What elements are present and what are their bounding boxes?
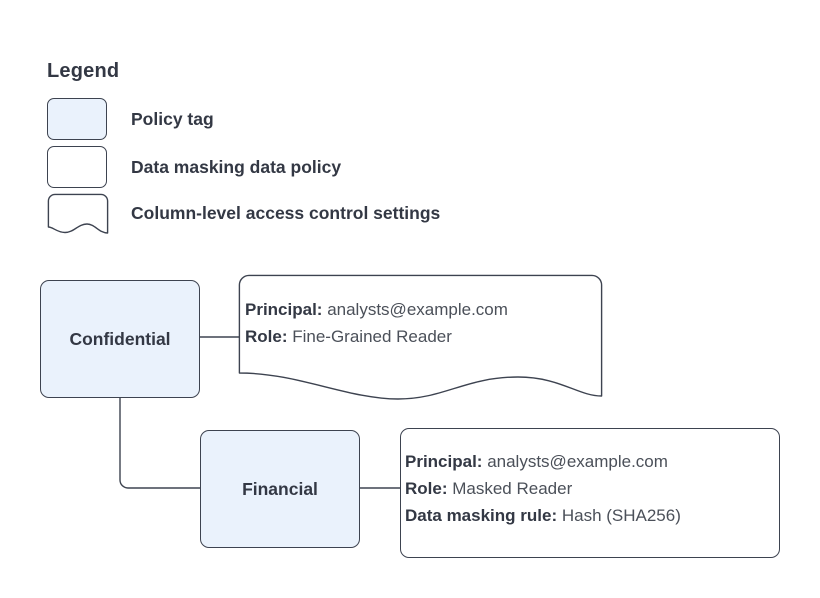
financial-data-masking-policy-box[interactable] [400, 428, 780, 558]
policy-line-masking-rule: Data masking rule: Hash (SHA256) [405, 502, 681, 529]
financial-data-masking-policy-text: Principal: analysts@example.com Role: Ma… [405, 448, 681, 529]
connector-confidential-to-financial [119, 398, 200, 489]
policy-line-role-value: Masked Reader [447, 479, 573, 498]
node-confidential[interactable]: Confidential [40, 280, 200, 398]
settings-line-role-key: Role: [245, 327, 288, 346]
node-confidential-label: Confidential [69, 328, 171, 349]
policy-tag-swatch [47, 98, 107, 140]
policy-line-principal-key: Principal: [405, 452, 483, 471]
policy-line-role-key: Role: [405, 479, 448, 498]
legend-label-data-masking-policy: Data masking data policy [131, 157, 342, 177]
wavy-note-shape-icon [238, 274, 603, 400]
settings-line-role-value: Fine-Grained Reader [287, 327, 452, 346]
node-financial[interactable]: Financial [200, 430, 360, 548]
confidential-access-settings-note[interactable] [238, 274, 604, 406]
policy-line-masking-rule-value: Hash (SHA256) [557, 506, 681, 525]
policy-line-masking-rule-key: Data masking rule: [405, 506, 558, 525]
settings-line-principal: Principal: analysts@example.com [245, 296, 508, 323]
settings-line-role: Role: Fine-Grained Reader [245, 323, 508, 350]
confidential-access-settings-text: Principal: analysts@example.com Role: Fi… [245, 296, 508, 350]
settings-line-principal-key: Principal: [245, 300, 323, 319]
policy-line-principal: Principal: analysts@example.com [405, 448, 681, 475]
policy-line-role: Role: Masked Reader [405, 475, 681, 502]
policy-line-principal-value: analysts@example.com [482, 452, 668, 471]
legend-label-column-access-settings: Column-level access control settings [131, 203, 441, 223]
wavy-note-shape-icon [47, 193, 109, 234]
settings-line-principal-value: analysts@example.com [322, 300, 508, 319]
data-masking-policy-swatch [47, 146, 107, 188]
column-access-settings-swatch [47, 193, 109, 234]
legend-label-policy-tag: Policy tag [131, 109, 214, 129]
node-financial-label: Financial [242, 478, 318, 499]
legend-title: Legend [47, 60, 120, 82]
